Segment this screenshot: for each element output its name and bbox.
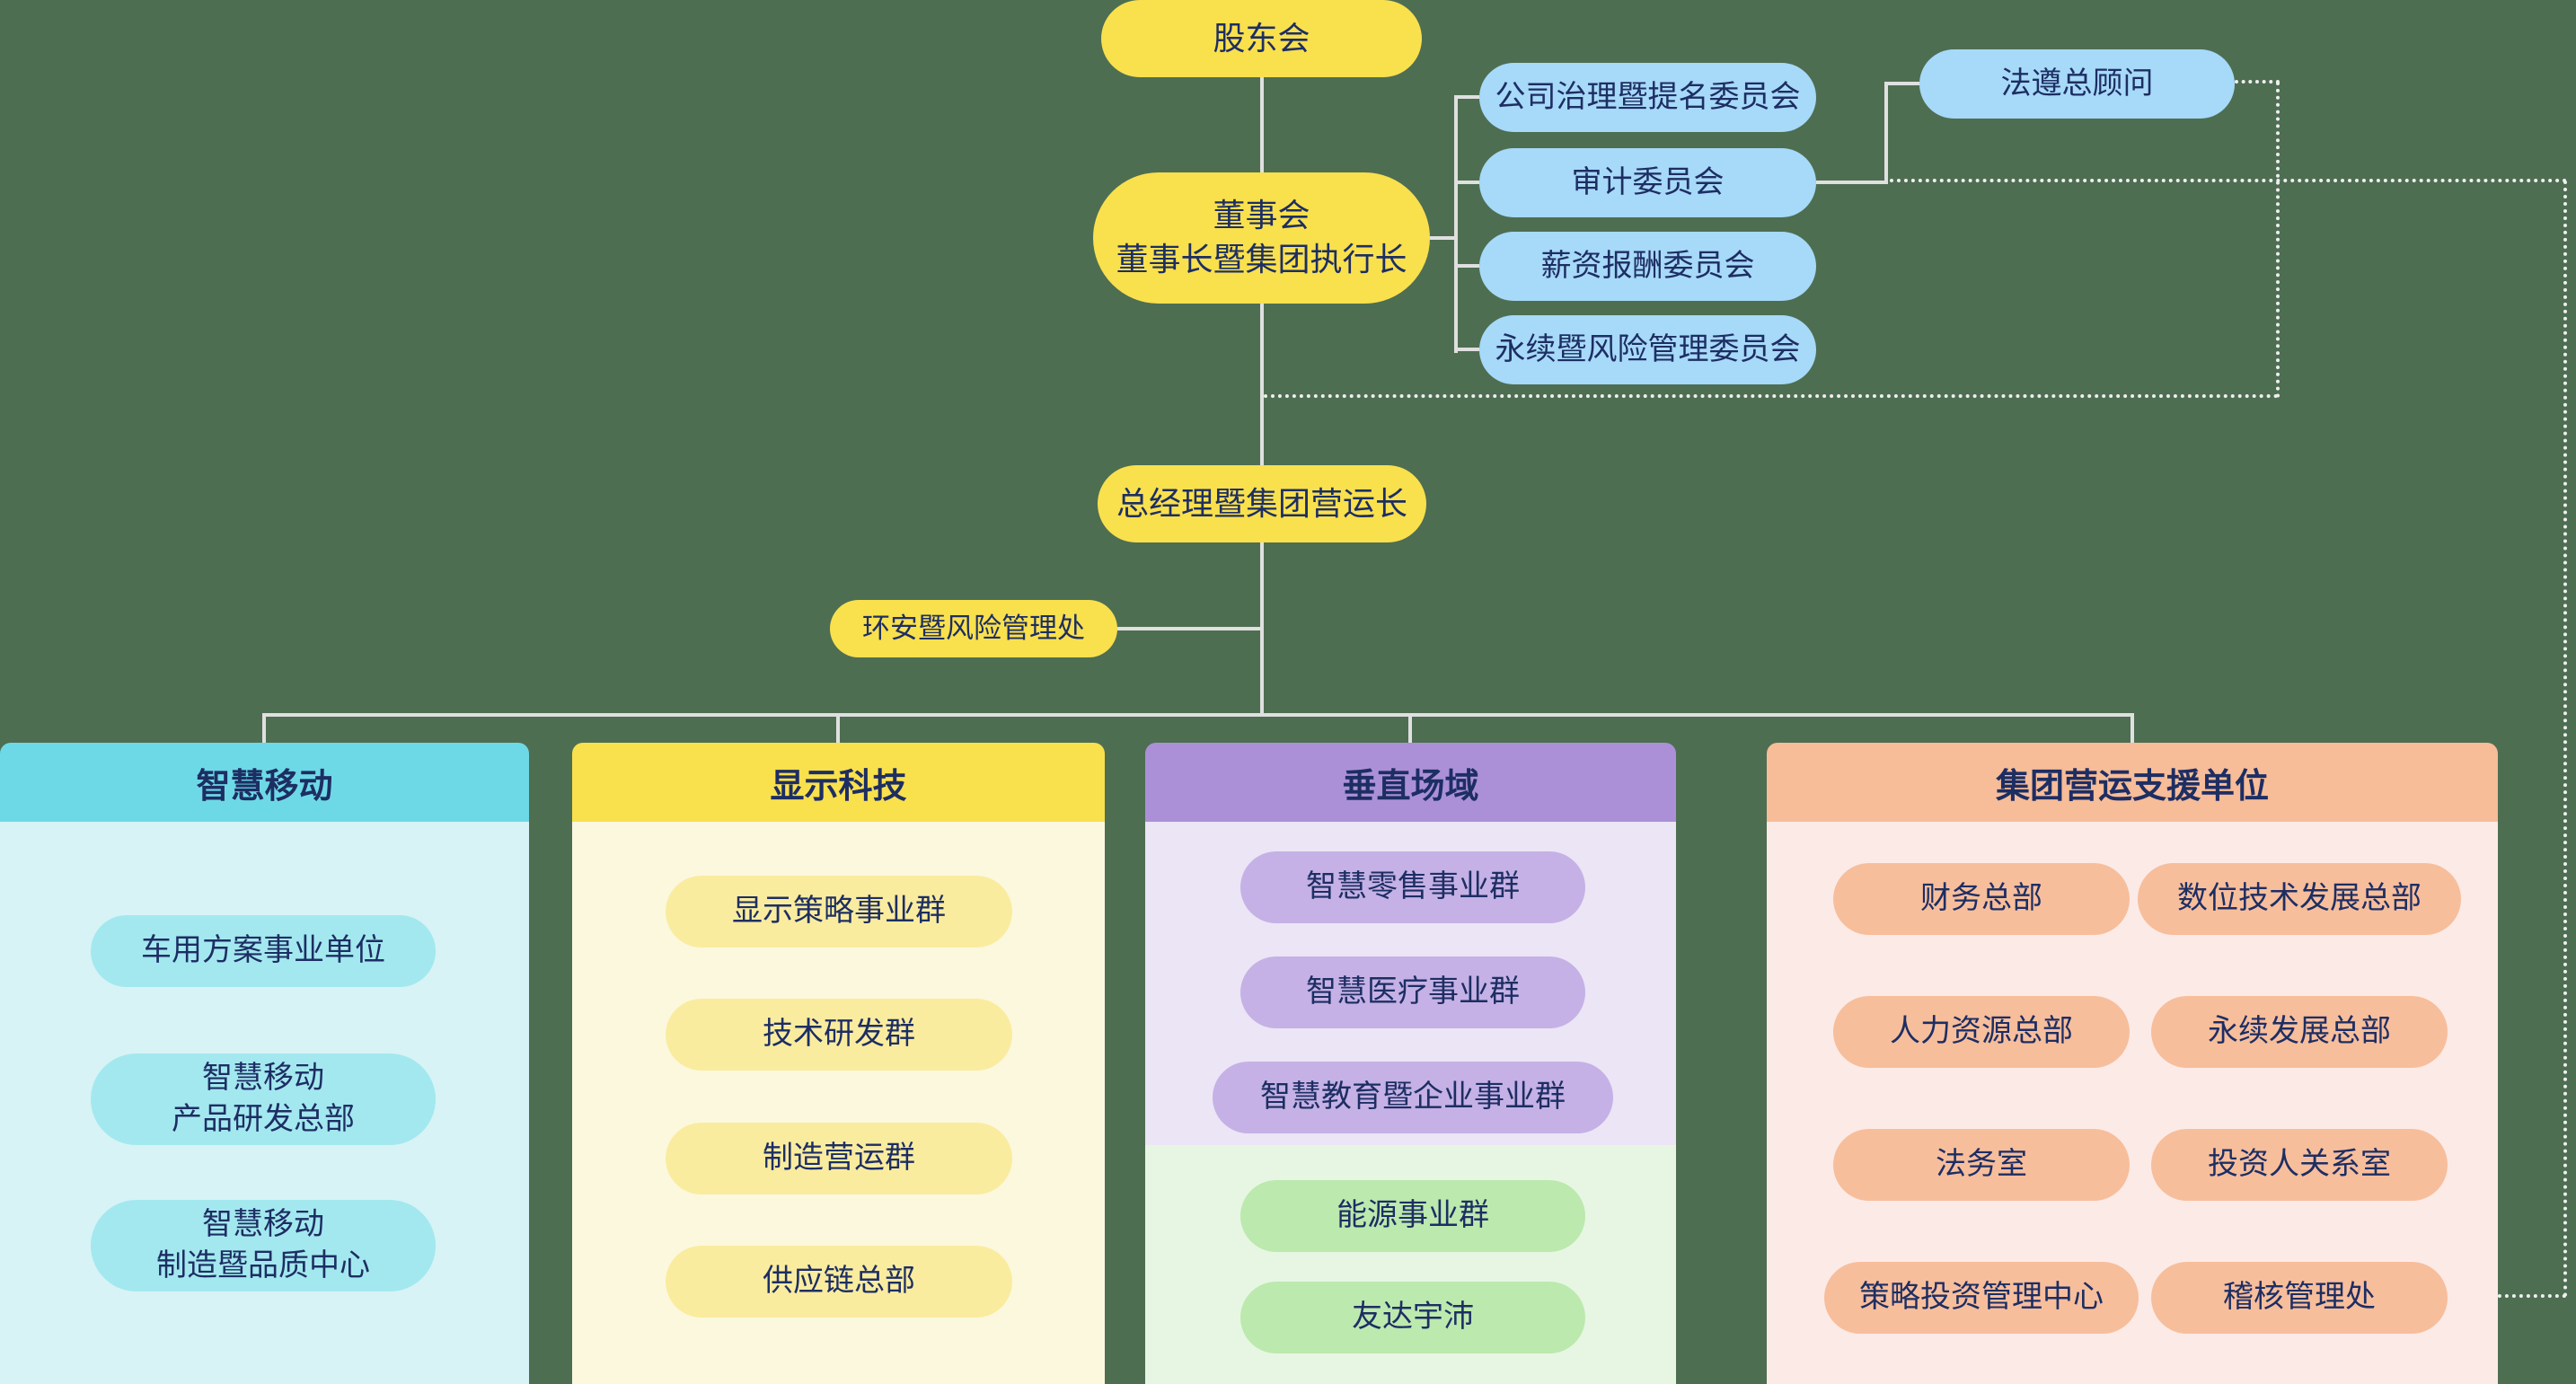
connector-branch-corporate-support	[2130, 713, 2134, 743]
node-hr-hq: 人力资源总部	[1833, 996, 2130, 1068]
node-mobility-mfg-quality: 智慧移动 制造暨品质中心	[91, 1200, 436, 1291]
connector-coo-trunk	[1260, 542, 1264, 715]
connector-audit-compliance-h2	[1884, 82, 1919, 85]
node-digital-tech-hq: 数位技术发展总部	[2138, 863, 2461, 935]
node-ehs: 环安暨风险管理处	[830, 600, 1117, 657]
dotted-audit-to-audit-dept	[2448, 1294, 2566, 1298]
connector-committee-stub-4	[1454, 348, 1479, 351]
node-smart-education-enterprise: 智慧教育暨企业事业群	[1213, 1062, 1613, 1133]
node-committee-governance: 公司治理暨提名委员会	[1479, 63, 1816, 132]
connector-shareholders-board	[1260, 77, 1264, 172]
unit-line2: 产品研发总部	[172, 1102, 355, 1136]
node-energy-bg: 能源事业群	[1240, 1180, 1585, 1252]
node-compliance-advisor: 法遵总顾问	[1919, 49, 2235, 119]
node-smart-retail: 智慧零售事业群	[1240, 851, 1585, 923]
connector-audit-compliance-v	[1884, 82, 1888, 184]
node-mobility-product-rd: 智慧移动 产品研发总部	[91, 1053, 436, 1145]
connector-ehs	[1117, 627, 1260, 630]
node-committee-sustainability-risk: 永续暨风险管理委员会	[1479, 315, 1816, 384]
node-tech-rd: 技术研发群	[666, 999, 1012, 1071]
connector-committee-stub-1	[1454, 95, 1479, 99]
node-legal-office: 法务室	[1833, 1129, 2130, 1201]
node-manufacturing-ops: 制造营运群	[666, 1123, 1012, 1194]
node-audit-dept: 稽核管理处	[2151, 1262, 2448, 1334]
connector-branch	[262, 713, 2134, 717]
node-committee-audit: 审计委员会	[1479, 148, 1816, 217]
node-finance-hq: 财务总部	[1833, 863, 2130, 935]
connector-branch-smart-mobility	[262, 713, 266, 743]
dotted-compliance-to-trunk	[1264, 394, 2279, 398]
node-display-strategy: 显示策略事业群	[666, 876, 1012, 948]
board-line1: 董事会	[1213, 197, 1310, 234]
node-smart-medical: 智慧医疗事业群	[1240, 956, 1585, 1028]
connector-board-coo	[1260, 304, 1264, 465]
connector-committee-stub-2	[1454, 181, 1479, 184]
section-header-display-tech: 显示科技	[572, 743, 1105, 822]
node-sustainability-hq: 永续发展总部	[2151, 996, 2448, 1068]
node-auto-solutions: 车用方案事业单位	[91, 915, 436, 987]
section-header-corporate-support: 集团营运支援单位	[1767, 743, 2498, 822]
dotted-audit-down	[2563, 181, 2567, 1298]
board-line2: 董事长暨集团执行长	[1116, 241, 1407, 278]
connector-board-bracket	[1430, 236, 1456, 240]
node-coo: 总经理暨集团营运长	[1098, 465, 1426, 542]
node-board: 董事会 董事长暨集团执行长	[1093, 172, 1430, 304]
node-shareholders: 股东会	[1101, 0, 1422, 77]
section-header-smart-mobility: 智慧移动	[0, 743, 529, 822]
connector-committee-stub-3	[1454, 264, 1479, 268]
connector-audit-compliance-h1	[1816, 181, 1888, 184]
dotted-audit-right	[1890, 179, 2567, 182]
node-committee-compensation: 薪资报酬委员会	[1479, 232, 1816, 301]
connector-branch-vertical-domains	[1408, 713, 1412, 743]
node-auo-envirotech: 友达宇沛	[1240, 1282, 1585, 1353]
connector-committee-bracket	[1454, 95, 1458, 353]
dotted-compliance-right	[2235, 80, 2280, 84]
unit-line1: 智慧移动	[202, 1207, 324, 1242]
unit-line2: 制造暨品质中心	[156, 1248, 370, 1283]
connector-branch-display-tech	[836, 713, 840, 743]
node-supply-chain: 供应链总部	[666, 1246, 1012, 1318]
node-investor-relations: 投资人关系室	[2151, 1129, 2448, 1201]
node-strategy-investment-center: 策略投资管理中心	[1824, 1262, 2139, 1334]
unit-line1: 智慧移动	[202, 1061, 324, 1096]
section-header-vertical-domains: 垂直场域	[1145, 743, 1676, 822]
dotted-compliance-down	[2276, 82, 2280, 398]
